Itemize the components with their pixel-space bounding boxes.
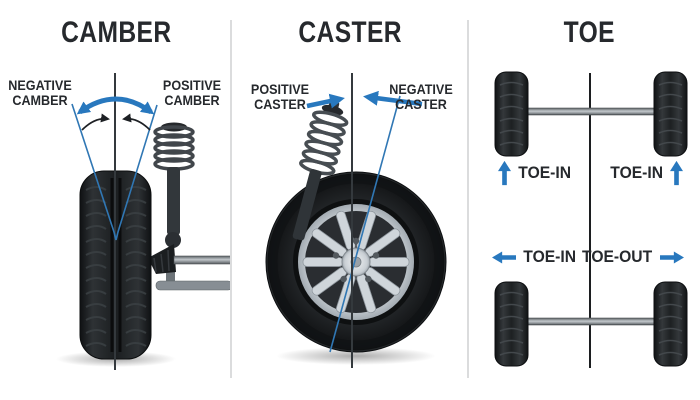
toe-front-left-tire	[494, 71, 529, 157]
toe-front-right-tire	[653, 71, 688, 157]
toe-rear-right-tire	[653, 281, 688, 367]
camber-panel: CAMBER	[0, 0, 232, 400]
caster-title-text: CASTER	[298, 16, 403, 49]
positive-camber-label: POSITIVE CAMBER	[162, 77, 222, 109]
caster-wheel-shadow	[276, 347, 436, 365]
toe-in-up-arrow-icon	[498, 160, 511, 186]
negative-caster-label: NEGATIVE CASTER	[389, 81, 453, 113]
panel-divider	[230, 20, 232, 378]
toe-front-right-group: TOE-IN	[608, 160, 683, 186]
toe-front-left-group: TOE-IN	[498, 160, 573, 186]
toe-rear-left-tire	[494, 281, 529, 367]
camber-angle-lines	[71, 103, 158, 241]
toe-illustration	[494, 71, 688, 368]
toe-title: TOE	[479, 16, 700, 50]
camber-inner-arrows-icon	[81, 113, 151, 131]
caster-steering-axis-line	[329, 95, 401, 353]
toe-out-right-arrow-icon	[660, 251, 684, 263]
toe-panel: TOE	[469, 0, 700, 400]
toe-front-left-label: TOE-IN	[518, 163, 572, 182]
caster-title: CASTER	[232, 16, 469, 50]
caster-panel: CASTER	[232, 0, 469, 400]
toe-title-text: TOE	[563, 16, 616, 49]
toe-front-right-label: TOE-IN	[609, 163, 663, 182]
toe-in-left-arrow-icon	[492, 251, 516, 263]
negative-camber-label: NEGATIVE CAMBER	[8, 77, 72, 109]
toe-rear-right-label: TOE-OUT	[581, 247, 652, 266]
caster-lug-nuts	[332, 237, 380, 283]
caster-illustration	[265, 73, 447, 368]
toe-rear-left-label: TOE-IN	[523, 247, 577, 266]
positive-caster-label: POSITIVE CASTER	[250, 81, 310, 113]
negative-caster-arrow-icon	[363, 90, 423, 107]
positive-caster-arrow-icon	[306, 93, 345, 109]
toe-rear-left-group: TOE-IN	[492, 247, 578, 267]
panel-divider	[467, 20, 469, 378]
camber-title: CAMBER	[0, 16, 232, 50]
camber-range-arrow-icon	[76, 96, 155, 115]
camber-title-text: CAMBER	[60, 16, 172, 49]
camber-strut-assembly	[148, 122, 232, 291]
caster-wheel	[265, 171, 447, 353]
toe-rear-right-group: TOE-OUT	[579, 247, 684, 267]
camber-illustration	[56, 73, 232, 370]
toe-in-up-arrow-icon	[670, 160, 683, 186]
